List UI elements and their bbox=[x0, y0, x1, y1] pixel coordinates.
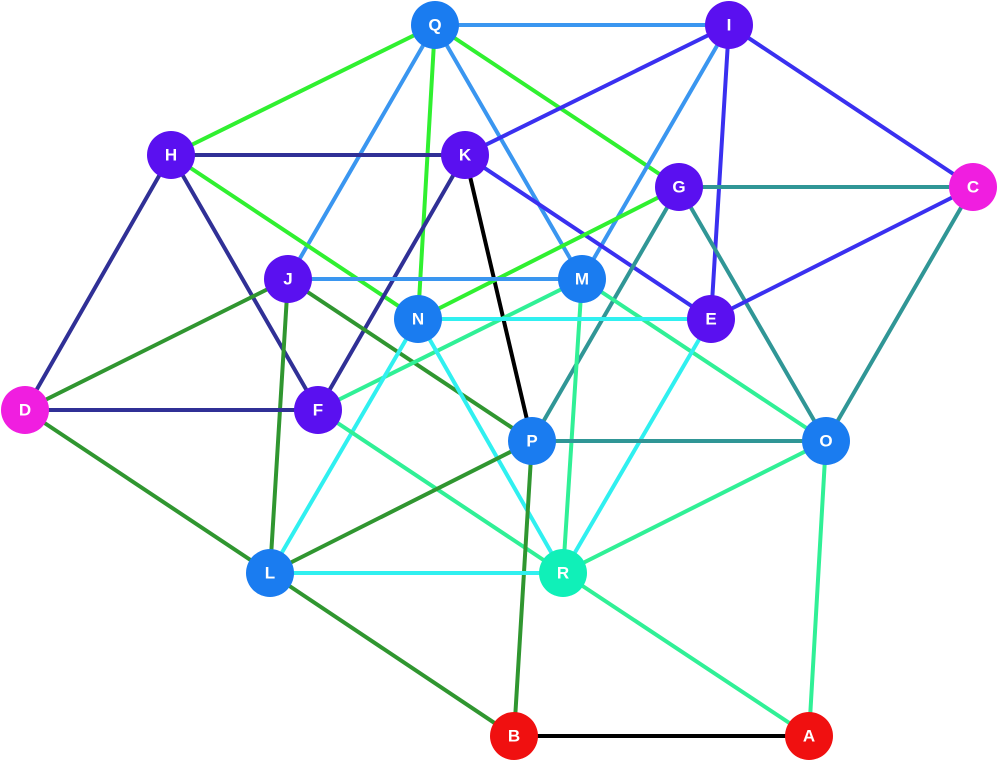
edge-p-l bbox=[268, 439, 534, 575]
node-a-label: A bbox=[803, 727, 815, 746]
node-g-label: G bbox=[672, 178, 685, 197]
edge-j-p bbox=[286, 277, 534, 443]
node-d[interactable]: D bbox=[1, 386, 49, 434]
node-n-circle bbox=[394, 295, 442, 343]
node-b[interactable]: B bbox=[490, 712, 538, 760]
node-a-circle bbox=[785, 712, 833, 760]
node-m-label: M bbox=[575, 270, 589, 289]
node-i-circle bbox=[705, 1, 753, 49]
node-m-circle bbox=[558, 255, 606, 303]
node-f-label: F bbox=[313, 401, 323, 420]
node-l-circle bbox=[246, 549, 294, 597]
edge-g-n bbox=[416, 185, 681, 321]
node-h[interactable]: H bbox=[147, 131, 195, 179]
node-d-label: D bbox=[19, 401, 31, 420]
node-e-label: E bbox=[705, 310, 716, 329]
node-r[interactable]: R bbox=[539, 549, 587, 597]
edge-i-k bbox=[463, 23, 731, 157]
edge-q-m bbox=[433, 23, 584, 281]
node-f[interactable]: F bbox=[294, 386, 342, 434]
edge-f-r bbox=[316, 408, 565, 575]
edge-o-r bbox=[561, 439, 828, 575]
node-l-label: L bbox=[265, 564, 275, 583]
node-i[interactable]: I bbox=[705, 1, 753, 49]
edge-i-e bbox=[709, 23, 731, 321]
edge-c-e bbox=[709, 185, 975, 321]
edge-g-p bbox=[530, 185, 681, 443]
node-k-label: K bbox=[459, 146, 472, 165]
node-p-label: P bbox=[526, 432, 537, 451]
node-r-circle bbox=[539, 549, 587, 597]
edge-m-o bbox=[580, 277, 828, 443]
node-a[interactable]: A bbox=[785, 712, 833, 760]
edge-n-l bbox=[268, 317, 420, 575]
node-j[interactable]: J bbox=[264, 255, 312, 303]
node-n-label: N bbox=[412, 310, 424, 329]
node-b-label: B bbox=[508, 727, 520, 746]
node-o-label: O bbox=[819, 432, 832, 451]
edge-i-m bbox=[580, 23, 731, 281]
node-m[interactable]: M bbox=[558, 255, 606, 303]
edge-n-r bbox=[416, 317, 565, 575]
edge-c-o bbox=[824, 185, 975, 443]
edge-q-g bbox=[433, 23, 681, 189]
edge-k-e bbox=[463, 153, 713, 321]
edge-o-a bbox=[807, 439, 828, 738]
node-b-circle bbox=[490, 712, 538, 760]
edge-m-r bbox=[561, 277, 584, 575]
edge-q-n bbox=[416, 23, 437, 321]
edge-j-l bbox=[268, 277, 290, 575]
node-n[interactable]: N bbox=[394, 295, 442, 343]
edge-r-a bbox=[561, 571, 811, 738]
node-e-circle bbox=[687, 295, 735, 343]
edge-i-c bbox=[727, 23, 975, 189]
node-o[interactable]: O bbox=[802, 417, 850, 465]
node-g-circle bbox=[655, 163, 703, 211]
edge-q-j bbox=[286, 23, 437, 281]
edge-k-p bbox=[463, 153, 534, 443]
node-d-circle bbox=[1, 386, 49, 434]
node-q-circle bbox=[411, 1, 459, 49]
edge-q-h bbox=[169, 23, 437, 157]
edge-p-b bbox=[512, 439, 534, 738]
node-l[interactable]: L bbox=[246, 549, 294, 597]
edge-k-f bbox=[316, 153, 467, 412]
node-k[interactable]: K bbox=[441, 131, 489, 179]
edge-l-b bbox=[268, 571, 516, 738]
edge-h-d bbox=[23, 153, 173, 412]
edge-m-f bbox=[316, 277, 584, 412]
node-q-label: Q bbox=[428, 16, 441, 35]
node-c-circle bbox=[949, 163, 997, 211]
node-p[interactable]: P bbox=[508, 417, 556, 465]
node-h-label: H bbox=[165, 146, 177, 165]
node-h-circle bbox=[147, 131, 195, 179]
edge-h-f bbox=[169, 153, 320, 412]
node-c[interactable]: C bbox=[949, 163, 997, 211]
edges-layer bbox=[23, 23, 975, 738]
node-o-circle bbox=[802, 417, 850, 465]
node-p-circle bbox=[508, 417, 556, 465]
node-q[interactable]: Q bbox=[411, 1, 459, 49]
edge-d-l bbox=[23, 408, 272, 575]
node-c-label: C bbox=[967, 178, 979, 197]
edge-e-r bbox=[561, 317, 713, 575]
node-j-circle bbox=[264, 255, 312, 303]
node-k-circle bbox=[441, 131, 489, 179]
edge-g-o bbox=[677, 185, 828, 443]
edge-h-n bbox=[169, 153, 420, 321]
node-r-label: R bbox=[557, 564, 569, 583]
node-g[interactable]: G bbox=[655, 163, 703, 211]
node-j-label: J bbox=[283, 270, 292, 289]
node-f-circle bbox=[294, 386, 342, 434]
node-e[interactable]: E bbox=[687, 295, 735, 343]
edge-j-d bbox=[23, 277, 290, 412]
node-i-label: I bbox=[727, 16, 732, 35]
